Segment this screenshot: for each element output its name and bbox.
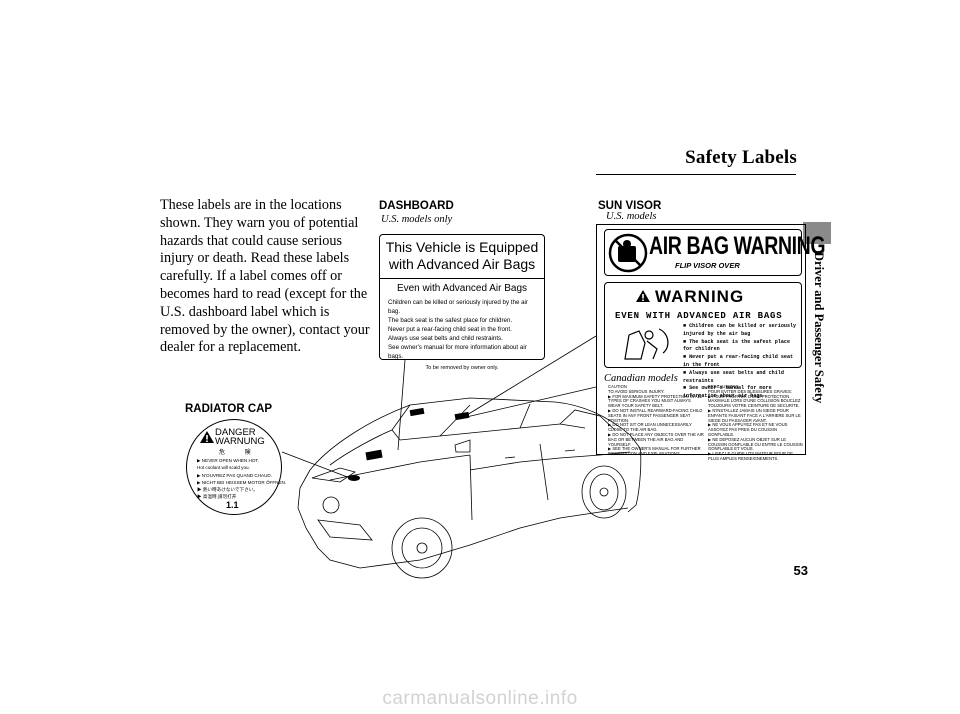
canadian-visor-label: CAUTION TO AVOID SERIOUS INJURY: ▶ FOR M… <box>604 384 803 461</box>
dashboard-label-footer: To be removed by owner only. <box>425 365 499 371</box>
radiator-line: Hot coolant will scald you. <box>197 465 250 471</box>
warning-line: ■ Never put a rear-facing child seat in … <box>683 354 794 368</box>
sun-visor-heading: SUN VISOR <box>598 200 662 212</box>
section-tab-marker <box>803 222 831 244</box>
radiator-lines: ▶ NEVER OPEN WHEN HOT. Hot coolant will … <box>197 457 286 501</box>
radiator-danger-text: DANGER WARNUNG <box>215 427 265 447</box>
warning-line-text: Children can be killed or seriously inju… <box>683 323 797 337</box>
dashboard-label-title: This Vehicle is Equipped with Advanced A… <box>385 239 539 272</box>
dashboard-label-lines: Children can be killed or seriously inju… <box>380 294 544 361</box>
warning-triangle-icon <box>636 290 650 302</box>
radiator-cap-label: DANGER WARNUNG 危 険 ▶ NEVER OPEN WHEN HOT… <box>186 419 286 515</box>
radiator-cap-heading: RADIATOR CAP <box>185 403 273 415</box>
intro-paragraph: These labels are in the locations shown.… <box>160 197 370 356</box>
warning-line: ■ Always use seat belts and child restra… <box>683 369 784 384</box>
us-visor-warning-label: WARNING EVEN WITH ADVANCED AIR BAGS ■ Ch… <box>604 282 802 399</box>
danger-text: DANGER <box>215 427 256 438</box>
dashboard-label-subtitle: Even with Advanced Air Bags <box>396 283 528 294</box>
watermark: carmanualsonline.info <box>382 688 578 709</box>
dashboard-label-line: See owner's manual for more information … <box>388 344 527 360</box>
radiator-line: ▶ NICHT BEI HEISSEM MOTOR ÖFFNEN. <box>197 479 287 485</box>
page-title: Safety Labels <box>685 147 797 168</box>
caution-french: PRECAUTIONS: POUR EVITER DES BLESSURES G… <box>708 384 803 461</box>
dashboard-heading: DASHBOARD <box>379 200 454 212</box>
radiator-line: ▶ N'OUVREZ PAS QUAND CHAUD. <box>197 472 273 478</box>
dashboard-label-line: Children can be killed or seriously inju… <box>388 299 528 315</box>
warning-line-text: Always use seat belts and child restrain… <box>683 369 784 384</box>
dashboard-label-line: Never put a rear-facing child seat in th… <box>388 326 512 333</box>
radiator-line: ▶ NEVER OPEN WHEN HOT. <box>197 458 259 463</box>
dashboard-subheading: U.S. models only <box>381 214 453 225</box>
warnung-text: WARNUNG <box>215 436 265 447</box>
radiator-line: ▶ 高温時,請勿打开 <box>197 494 237 500</box>
dashboard-label-divider <box>380 278 544 279</box>
warning-line-text: The back seat is the safest place for ch… <box>683 338 790 353</box>
caution-english: CAUTION TO AVOID SERIOUS INJURY: ▶ FOR M… <box>608 384 704 457</box>
warning-line: ■ See owner's manual for more informatio… <box>683 385 772 400</box>
airbag-warning-text: AIR BAG WARNING <box>649 232 826 260</box>
canadian-caption: Canadian models <box>604 373 678 384</box>
child-seat-airbag-icon <box>624 328 669 360</box>
warning-line-text: See owner's manual for more information … <box>683 385 772 400</box>
title-rule <box>596 174 796 175</box>
dashboard-label: This Vehicle is Equipped with Advanced A… <box>379 234 545 371</box>
warning-triangle-icon <box>200 431 214 443</box>
dashboard-label-line: Always use seat belts and child restrain… <box>388 335 503 342</box>
dashboard-label-line: The back seat is the safest place for ch… <box>388 317 513 324</box>
warning-line: ■ Children can be killed or seriously in… <box>683 323 797 337</box>
warning-lines: ■ Children can be killed or seriously in… <box>683 323 801 401</box>
no-child-seat-icon <box>608 233 648 273</box>
radiator-line: ▶ 熱い時あけないで下さい。 <box>197 487 258 493</box>
sun-visor-us-caption: U.S. models <box>606 211 657 222</box>
flip-visor-text: FLIP VISOR OVER <box>675 261 740 270</box>
warning-line-text: Never put a rear-facing child seat in th… <box>683 354 794 368</box>
radiator-pressure: 1.1 <box>226 500 239 510</box>
warning-title: WARNING <box>655 287 745 306</box>
radiator-kanji: 危 険 <box>219 450 260 456</box>
sun-visor-frame <box>596 224 806 455</box>
airbag-warning-label: AIR BAG WARNING FLIP VISOR OVER <box>604 229 826 276</box>
warning-line: ■ The back seat is the safest place for … <box>683 338 790 353</box>
page-number: 53 <box>793 563 808 578</box>
warning-subtitle: EVEN WITH ADVANCED AIR BAGS <box>615 311 783 321</box>
